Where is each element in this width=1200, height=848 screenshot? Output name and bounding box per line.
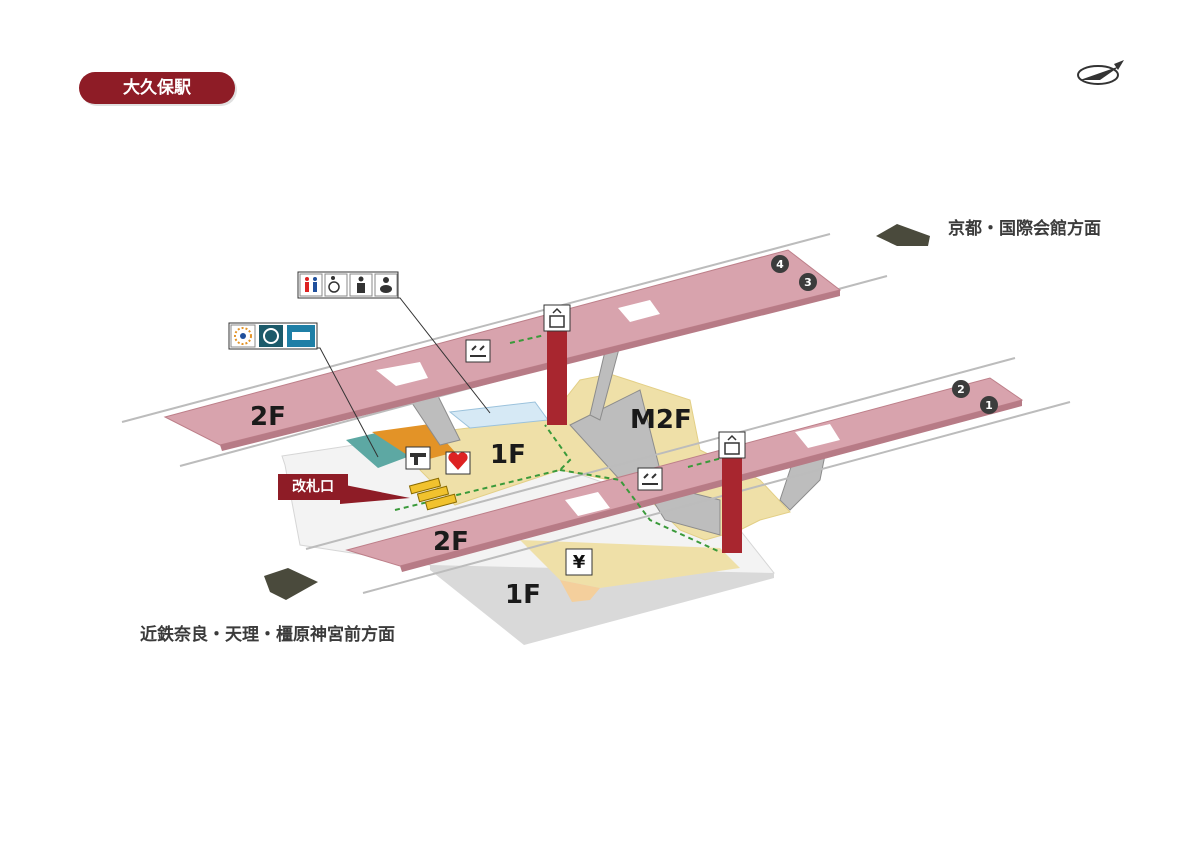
elevator-shafts bbox=[547, 330, 742, 553]
floor-label: M2F bbox=[630, 405, 692, 435]
ic-card-icon bbox=[230, 324, 256, 348]
ticket-vending-icon bbox=[405, 446, 431, 470]
floor-label: 2F bbox=[250, 402, 286, 432]
north-arrow-icon bbox=[876, 224, 930, 246]
floor-label: 1F bbox=[505, 580, 541, 610]
aed-icon bbox=[445, 451, 471, 475]
floor-label: 2F bbox=[433, 527, 469, 557]
direction-label-south: 近鉄奈良・天理・橿原神宮前方面 bbox=[140, 625, 395, 645]
svg-text:¥: ¥ bbox=[573, 552, 586, 573]
mens-womens-toilet-icon bbox=[299, 273, 323, 297]
bench-icon bbox=[465, 339, 491, 363]
svg-text:1: 1 bbox=[985, 399, 993, 412]
station-name-badge: 大久保駅 bbox=[79, 72, 235, 104]
diaper-icon bbox=[374, 273, 398, 297]
svg-text:2: 2 bbox=[957, 383, 965, 396]
bench-icon bbox=[637, 467, 663, 491]
toilet-icon-group bbox=[297, 271, 399, 299]
ticket-machine-icon bbox=[259, 325, 283, 347]
south-arrow-icon bbox=[264, 568, 318, 600]
exit-markers: 1 2 3 4 bbox=[771, 255, 998, 414]
svg-text:3: 3 bbox=[804, 276, 812, 289]
exit-marker: 4 bbox=[771, 255, 789, 273]
compass-icon bbox=[1077, 60, 1124, 85]
direction-label-north: 京都・国際会館方面 bbox=[948, 219, 1101, 239]
floor-label: 1F bbox=[490, 440, 526, 470]
fare-adjust-icon bbox=[287, 325, 315, 347]
wheelchair-icon bbox=[324, 273, 348, 297]
elevator-icon bbox=[718, 431, 746, 459]
services-icon-group bbox=[228, 322, 318, 350]
exit-marker: 2 bbox=[952, 380, 970, 398]
ticket-gate-label: 改札口 bbox=[278, 474, 348, 500]
yen-icon: ¥ bbox=[565, 548, 593, 576]
baby-care-icon bbox=[349, 273, 373, 297]
exit-marker: 3 bbox=[799, 273, 817, 291]
platform-lower bbox=[345, 377, 1024, 572]
platform-upper bbox=[163, 249, 842, 451]
ticket-gate-pointer bbox=[340, 484, 410, 504]
svg-text:4: 4 bbox=[776, 258, 784, 271]
elevator-icon bbox=[543, 304, 571, 332]
exit-marker: 1 bbox=[980, 396, 998, 414]
ticket-gate-barriers bbox=[408, 477, 458, 511]
walking-routes bbox=[394, 334, 723, 553]
